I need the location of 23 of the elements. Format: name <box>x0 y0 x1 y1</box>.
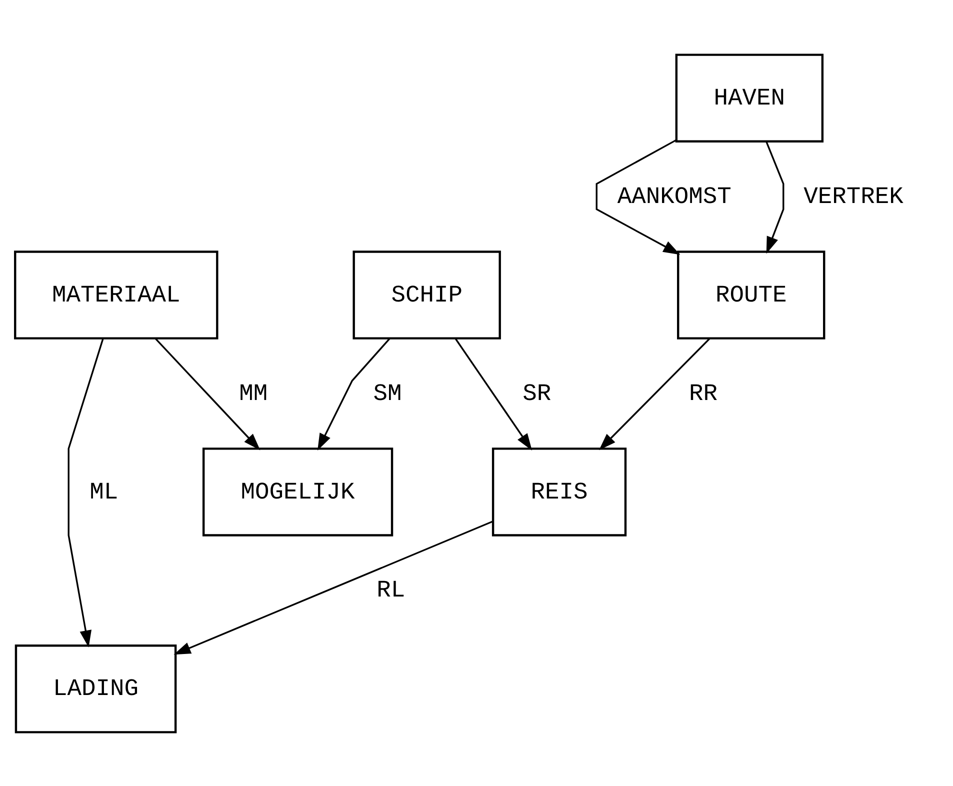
edge-label: SM <box>373 380 402 408</box>
edge-label: RL <box>376 577 406 604</box>
node-box: ROUTE <box>677 250 826 339</box>
arrow <box>454 338 532 450</box>
arrow <box>318 338 390 450</box>
node-box: MOGELIJK <box>202 447 394 536</box>
arrow <box>68 338 104 647</box>
arrow <box>154 338 260 450</box>
edge-label: RR <box>688 380 718 408</box>
arrow <box>599 338 710 450</box>
edge-label: ML <box>90 478 118 506</box>
edge-label: VERTREK <box>804 183 904 210</box>
edge-label: MM <box>239 380 268 408</box>
arrow <box>596 138 680 254</box>
node-box: LADING <box>14 644 177 733</box>
edge-label: SR <box>522 380 552 408</box>
node-box: SCHIP <box>352 250 501 339</box>
node-box: REIS <box>492 447 627 536</box>
arrow <box>174 520 494 654</box>
arrow <box>766 140 784 254</box>
node-box: HAVEN <box>675 53 824 142</box>
edge-label: AANKOMST <box>617 183 732 210</box>
node-box: MATERIAAL <box>14 250 218 339</box>
